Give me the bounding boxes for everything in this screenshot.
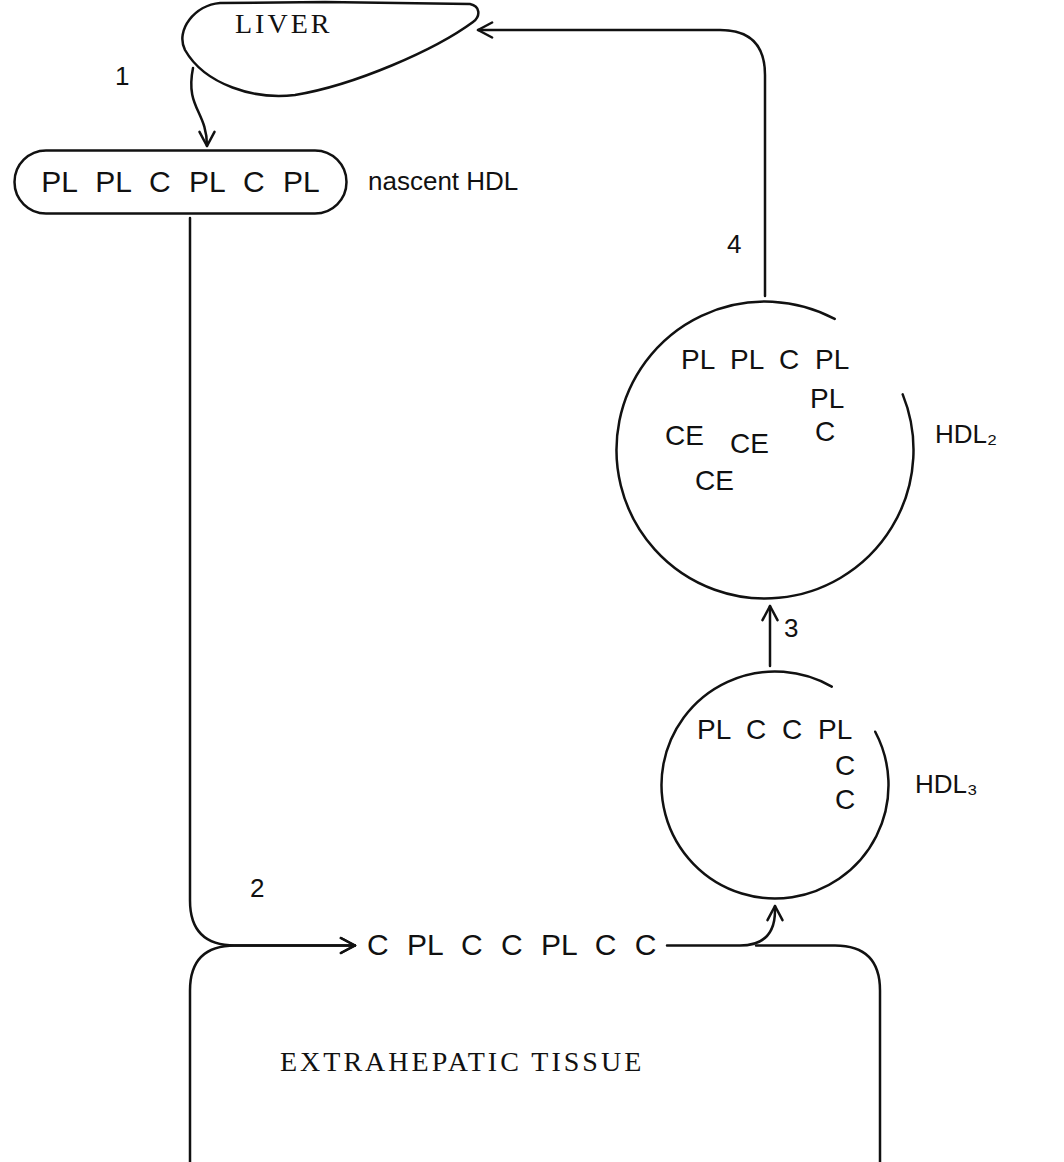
pool-content: C PL C C PL C C [367,928,657,963]
surface-lipid: C [815,416,835,448]
step-number: 2 [250,874,264,904]
step-number: 4 [727,230,741,260]
core-ester: CE [695,465,734,497]
particle-name: HDL₂ [935,420,997,450]
step-number: 3 [784,614,798,644]
flow-arrow [190,218,355,953]
hdl2-particle: PL PL C PLPLCCECECEHDL₂ [615,300,915,600]
tissue-label: EXTRAHEPATIC TISSUE [280,1046,644,1078]
liver-organ: LIVER [175,0,480,100]
surface-lipid: PL [810,383,844,415]
lipid-pool: C PL C C PL C C [363,924,661,967]
nascent-hdl-disc: PL PL C PL C PLnascent HDL [13,149,348,215]
organ-label: LIVER [235,8,332,40]
core-ester: CE [730,428,769,460]
particle-content: PL PL C PL C PL [41,165,319,200]
surface-lipid: C [835,750,855,782]
surface-lipid: C [835,784,855,816]
surface-lipids: PL PL C PL [681,344,849,376]
hdl3-particle: PL C C PLCCHDL₃ [660,670,890,900]
step-number: 1 [115,62,129,92]
particle-name: HDL₃ [915,770,978,800]
flow-arrow [190,938,880,1162]
flow-arrow [667,906,783,946]
flow-arrow [478,22,765,296]
node-outline [660,670,890,900]
surface-lipids: PL C C PL [697,714,852,746]
particle-name: nascent HDL [368,167,518,197]
flow-arrow [762,606,777,666]
core-ester: CE [665,420,704,452]
flow-arrow [191,68,214,146]
tissue-label-box: EXTRAHEPATIC TISSUE [276,1042,649,1083]
